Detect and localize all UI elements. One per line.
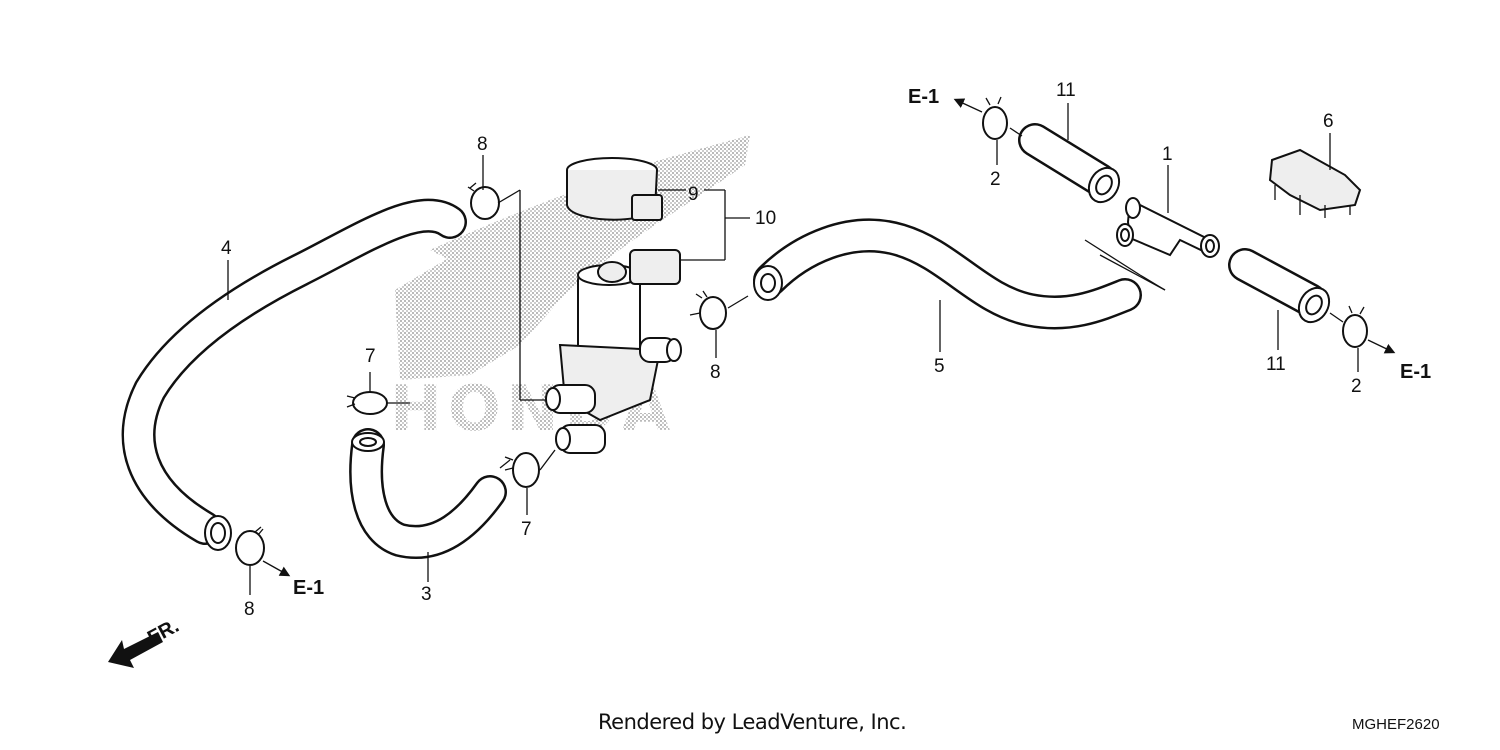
callout-1[interactable]: 1 (1162, 144, 1173, 165)
callout-9[interactable]: 9 (688, 184, 699, 205)
front-direction-arrow: FR. (108, 615, 183, 668)
ref-e1-right[interactable]: E-1 (1400, 361, 1431, 383)
clamp-7-left[interactable] (346, 391, 388, 415)
callout-3[interactable]: 3 (421, 584, 432, 605)
callout-2-top[interactable]: 2 (990, 169, 1001, 190)
clamp-8-mid[interactable] (695, 290, 727, 330)
hose-5[interactable] (753, 218, 1142, 330)
hose-11-upper[interactable] (1018, 123, 1125, 208)
callout-11-lower[interactable]: 11 (1266, 354, 1286, 375)
hose-11-lower[interactable] (1228, 248, 1335, 328)
callout-6[interactable]: 6 (1323, 111, 1334, 132)
hose-3[interactable] (349, 428, 507, 559)
callout-8-top[interactable]: 8 (477, 134, 488, 155)
clip-6[interactable] (1268, 148, 1362, 218)
callout-11-upper[interactable]: 11 (1056, 80, 1076, 101)
ref-e1-top[interactable]: E-1 (908, 86, 939, 108)
clamp-2-top[interactable] (982, 96, 1008, 140)
ref-arrows (262, 98, 1396, 577)
clamp-7-right[interactable] (504, 452, 540, 488)
callout-5[interactable]: 5 (934, 356, 945, 377)
clamp-2-right[interactable] (1342, 305, 1368, 348)
callout-7-right[interactable]: 7 (521, 519, 532, 540)
air-valve-10[interactable] (545, 157, 682, 454)
footer-credit: Rendered by LeadVenture, Inc. (598, 710, 907, 734)
callout-4[interactable]: 4 (221, 238, 232, 259)
leader-lines (227, 103, 1359, 595)
ref-e1-bottom[interactable]: E-1 (293, 577, 324, 599)
clamp-8-bottom[interactable] (235, 526, 265, 566)
callout-8-mid[interactable]: 8 (710, 362, 721, 383)
callout-8-bottom[interactable]: 8 (244, 599, 255, 620)
diagram-code: MGHEF2620 (1352, 716, 1440, 733)
t-joint-1[interactable] (1116, 197, 1220, 258)
callout-10[interactable]: 10 (755, 208, 776, 229)
hose-4[interactable] (121, 198, 467, 551)
callout-7-left[interactable]: 7 (365, 346, 376, 367)
callout-2-right[interactable]: 2 (1351, 376, 1362, 397)
